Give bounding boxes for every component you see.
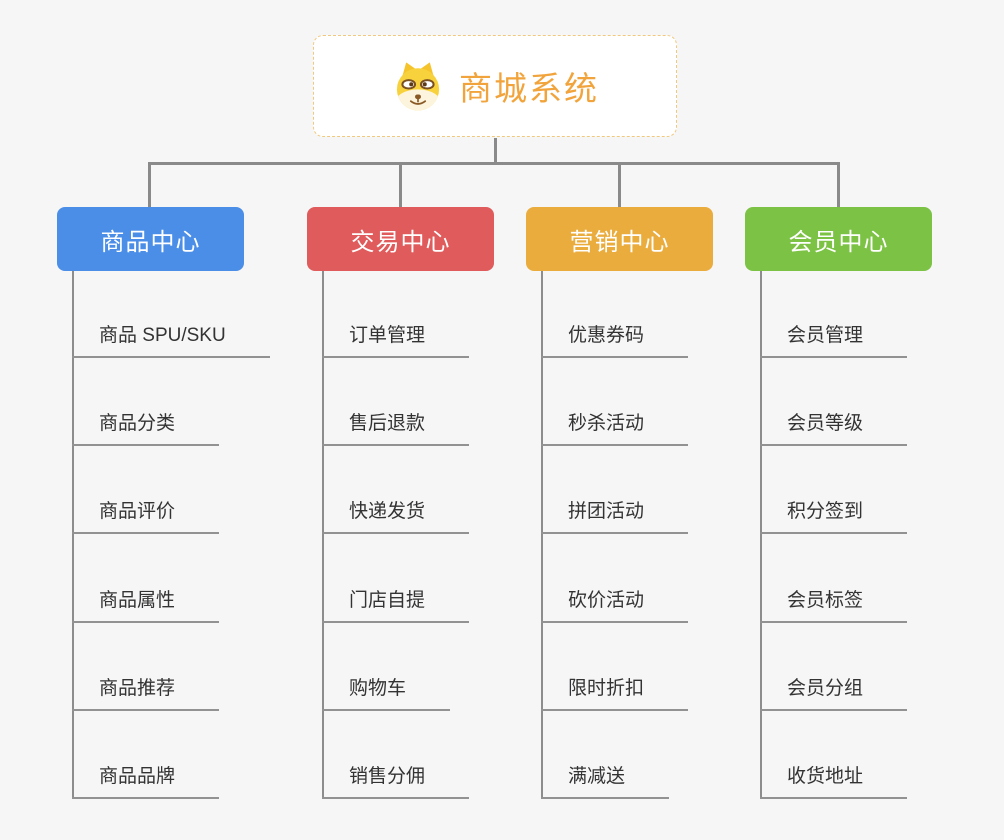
leaf-item[interactable]: 快递发货 [322, 498, 470, 534]
branch-box-trade[interactable]: 交易中心 [307, 207, 494, 271]
branch-connector-line [541, 271, 543, 799]
leaf-item[interactable]: 砍价活动 [541, 587, 689, 623]
leaf-item[interactable]: 订单管理 [322, 322, 470, 358]
leaf-item[interactable]: 商品评价 [72, 498, 220, 534]
branch-box-product[interactable]: 商品中心 [57, 207, 244, 271]
branch-member-center: 会员中心 会员管理 会员等级 积分签到 会员标签 会员分组 收货地址 [745, 207, 997, 827]
leaf-item[interactable]: 商品品牌 [72, 763, 220, 799]
leaf-item[interactable]: 会员管理 [760, 322, 908, 358]
connector-root-drop [494, 138, 497, 163]
leaf-item[interactable]: 会员分组 [760, 675, 908, 711]
branch-connector-line [72, 271, 74, 799]
leaf-item[interactable]: 售后退款 [322, 410, 470, 446]
leaf-item[interactable]: 满减送 [541, 763, 670, 799]
branch-label: 营销中心 [569, 228, 670, 256]
leaf-item[interactable]: 拼团活动 [541, 498, 689, 534]
branch-label: 会员中心 [788, 228, 889, 256]
leaf-item[interactable]: 商品分类 [72, 410, 220, 446]
leaf-item[interactable]: 销售分佣 [322, 763, 470, 799]
leaf-item[interactable]: 会员等级 [760, 410, 908, 446]
branch-label: 交易中心 [350, 228, 451, 256]
branch-box-marketing[interactable]: 营销中心 [526, 207, 713, 271]
connector-drop-trade [399, 162, 402, 208]
leaf-item[interactable]: 优惠券码 [541, 322, 689, 358]
leaf-item[interactable]: 购物车 [322, 675, 451, 711]
leaf-item[interactable]: 商品 SPU/SKU [72, 322, 270, 358]
branch-marketing-center: 营销中心 优惠券码 秒杀活动 拼团活动 砍价活动 限时折扣 满减送 [526, 207, 778, 827]
branch-trade-center: 交易中心 订单管理 售后退款 快递发货 门店自提 购物车 销售分佣 [307, 207, 559, 827]
connector-drop-marketing [618, 162, 621, 208]
leaf-item[interactable]: 限时折扣 [541, 675, 689, 711]
branch-label: 商品中心 [100, 228, 201, 256]
root-title: 商城系统 [459, 70, 599, 107]
branch-product-center: 商品中心 商品 SPU/SKU 商品分类 商品评价 商品属性 商品推荐 商品品牌 [57, 207, 309, 827]
branch-connector-line [322, 271, 324, 799]
leaf-item[interactable]: 商品推荐 [72, 675, 220, 711]
connector-drop-product [148, 162, 151, 208]
branch-box-member[interactable]: 会员中心 [745, 207, 932, 271]
doge-icon [396, 62, 440, 111]
leaf-item[interactable]: 商品属性 [72, 587, 220, 623]
leaf-item[interactable]: 门店自提 [322, 587, 470, 623]
connector-horizontal [148, 162, 840, 165]
leaf-item[interactable]: 收货地址 [760, 763, 908, 799]
branch-connector-line [760, 271, 762, 799]
leaf-item[interactable]: 会员标签 [760, 587, 908, 623]
root-node[interactable]: 商城系统 [313, 35, 677, 137]
leaf-item[interactable]: 秒杀活动 [541, 410, 689, 446]
connector-drop-member [837, 162, 840, 208]
leaf-item[interactable]: 积分签到 [760, 498, 908, 534]
